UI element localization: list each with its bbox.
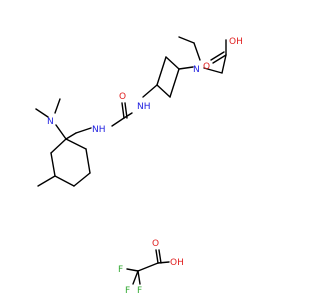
- structure-drawing: OH O N NH O NH N O OH F F F: [35, 36, 243, 296]
- atom-label-f1: F: [118, 265, 123, 275]
- bond-ch-2: [50, 152, 56, 177]
- bond-cb-3: [156, 84, 171, 98]
- bond-n-me1: [35, 108, 49, 118]
- atom-labels: OH O N NH O NH N O OH F F F: [47, 37, 243, 296]
- bond-cf3-f1: [126, 268, 139, 272]
- bond-ethyl-ch3: [178, 36, 195, 44]
- bond-cb-4: [169, 68, 180, 98]
- bond-ch-3: [54, 175, 75, 187]
- bond-nh-c: [123, 112, 133, 119]
- bond-ring-nh: [142, 84, 158, 98]
- bond-acid-ch2: [221, 54, 227, 74]
- bond-n-ring: [178, 66, 194, 70]
- bond-n-me2: [54, 98, 61, 114]
- bond-ch-1: [50, 138, 67, 154]
- bond-acid-c-o-double: [210, 51, 225, 61]
- atom-label-acid-o: O: [203, 62, 210, 72]
- structure-canvas: OH O N NH O NH N O OH F F F: [35, 36, 243, 296]
- bond-c-o: [121, 102, 125, 119]
- bond-acid-c-o: [212, 54, 227, 64]
- bond-tfa-c-o: [155, 249, 159, 264]
- bond-ch-5: [85, 148, 91, 174]
- atom-label-tfa-oh: OH: [170, 258, 184, 268]
- bond-n-ethyl: [193, 42, 201, 61]
- bond-cb-1: [165, 56, 180, 70]
- bond-ch-4: [73, 172, 91, 187]
- atom-label-acid-oh: OH: [229, 37, 243, 47]
- bond-cb-2: [156, 56, 167, 86]
- bonds-tfa: [126, 249, 170, 285]
- atom-label-nh-left: NH: [92, 125, 106, 135]
- atom-label-urea-o: O: [119, 92, 126, 102]
- bond-ch-methyl: [37, 175, 56, 187]
- atom-label-nh-right: NH: [137, 102, 151, 112]
- bond-cf3-f2: [137, 270, 141, 285]
- bond-cf3-f3: [132, 270, 139, 285]
- atom-label-n-dimethyl: N: [47, 117, 54, 127]
- bond-tfa-c-oh: [157, 261, 170, 264]
- bond-c-nh: [111, 117, 125, 127]
- atom-label-tfa-o: O: [152, 239, 159, 249]
- bond-tfa-c-o-double: [158, 249, 162, 264]
- bond-c-o-double: [124, 102, 128, 119]
- bond-nh-ch2: [75, 127, 92, 134]
- bond-ch2-cq: [65, 132, 77, 140]
- atom-label-f2: F: [137, 286, 142, 296]
- bond-cq-n: [55, 124, 67, 140]
- bond-tfa-c-cf3: [137, 262, 159, 272]
- atom-label-f3: F: [125, 286, 130, 296]
- bond-ch2-n: [203, 67, 223, 74]
- bonds-main: [35, 36, 227, 187]
- atom-label-n-ring: N: [193, 65, 200, 75]
- bond-ch-6: [65, 138, 87, 150]
